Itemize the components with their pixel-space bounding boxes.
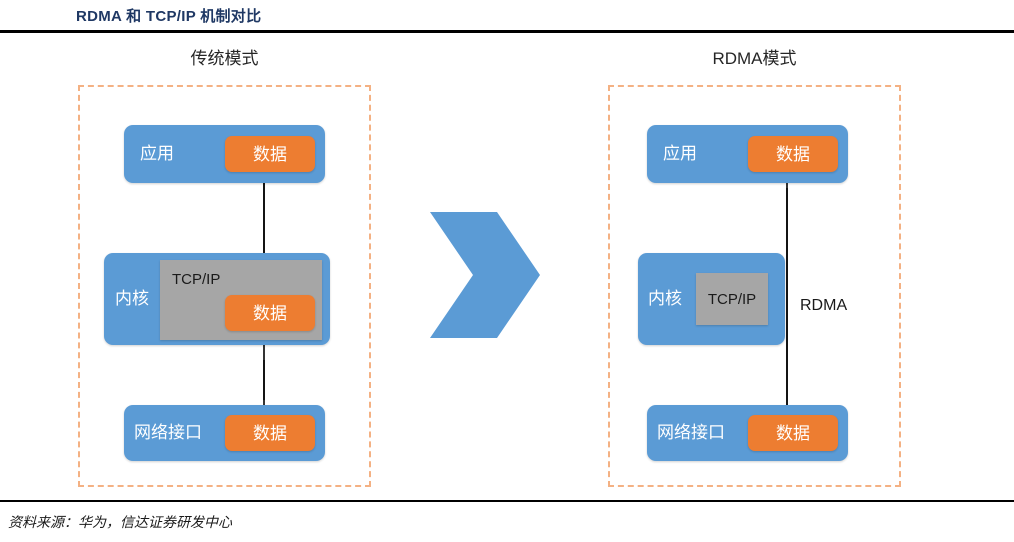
right-kernel-tcpip-box[interactable] (696, 273, 768, 325)
left-application-label: 应用 (140, 144, 174, 163)
left-panel-caption: 传统模式 (190, 49, 259, 68)
left-panel-boundary (78, 85, 371, 487)
page-title: RDMA 和 TCP/IP 机制对比 (76, 8, 262, 25)
left-kernel-tcpip-label: TCP/IP (172, 271, 221, 288)
left-kernel-label: 内核 (115, 289, 149, 308)
left-network-interface-data-chip[interactable]: 数据 (225, 415, 315, 451)
chevron-right-icon (430, 212, 540, 338)
rdma-path-label: RDMA (800, 297, 848, 314)
footer-divider (0, 500, 1014, 502)
right-kernel-label: 内核 (648, 289, 682, 308)
left-kernel-data-chip[interactable]: 数据 (225, 295, 315, 331)
right-network-interface-label: 网络接口 (657, 423, 725, 442)
right-panel-boundary (608, 85, 901, 487)
right-application-label: 应用 (663, 144, 697, 163)
right-application-data-chip[interactable]: 数据 (748, 136, 838, 172)
right-panel-caption: RDMA模式 (712, 49, 797, 68)
right-kernel-tcpip-label: TCP/IP (707, 290, 757, 308)
comparison-arrow (425, 205, 545, 345)
left-application-data-chip[interactable]: 数据 (225, 136, 315, 172)
right-network-interface-data-chip[interactable]: 数据 (748, 415, 838, 451)
source-note: 资料来源：华为，信达证券研发中心 (8, 516, 232, 531)
left-network-interface-label: 网络接口 (134, 423, 202, 442)
title-bar: RDMA 和 TCP/IP 机制对比 (0, 0, 1014, 34)
title-divider (0, 30, 1014, 33)
